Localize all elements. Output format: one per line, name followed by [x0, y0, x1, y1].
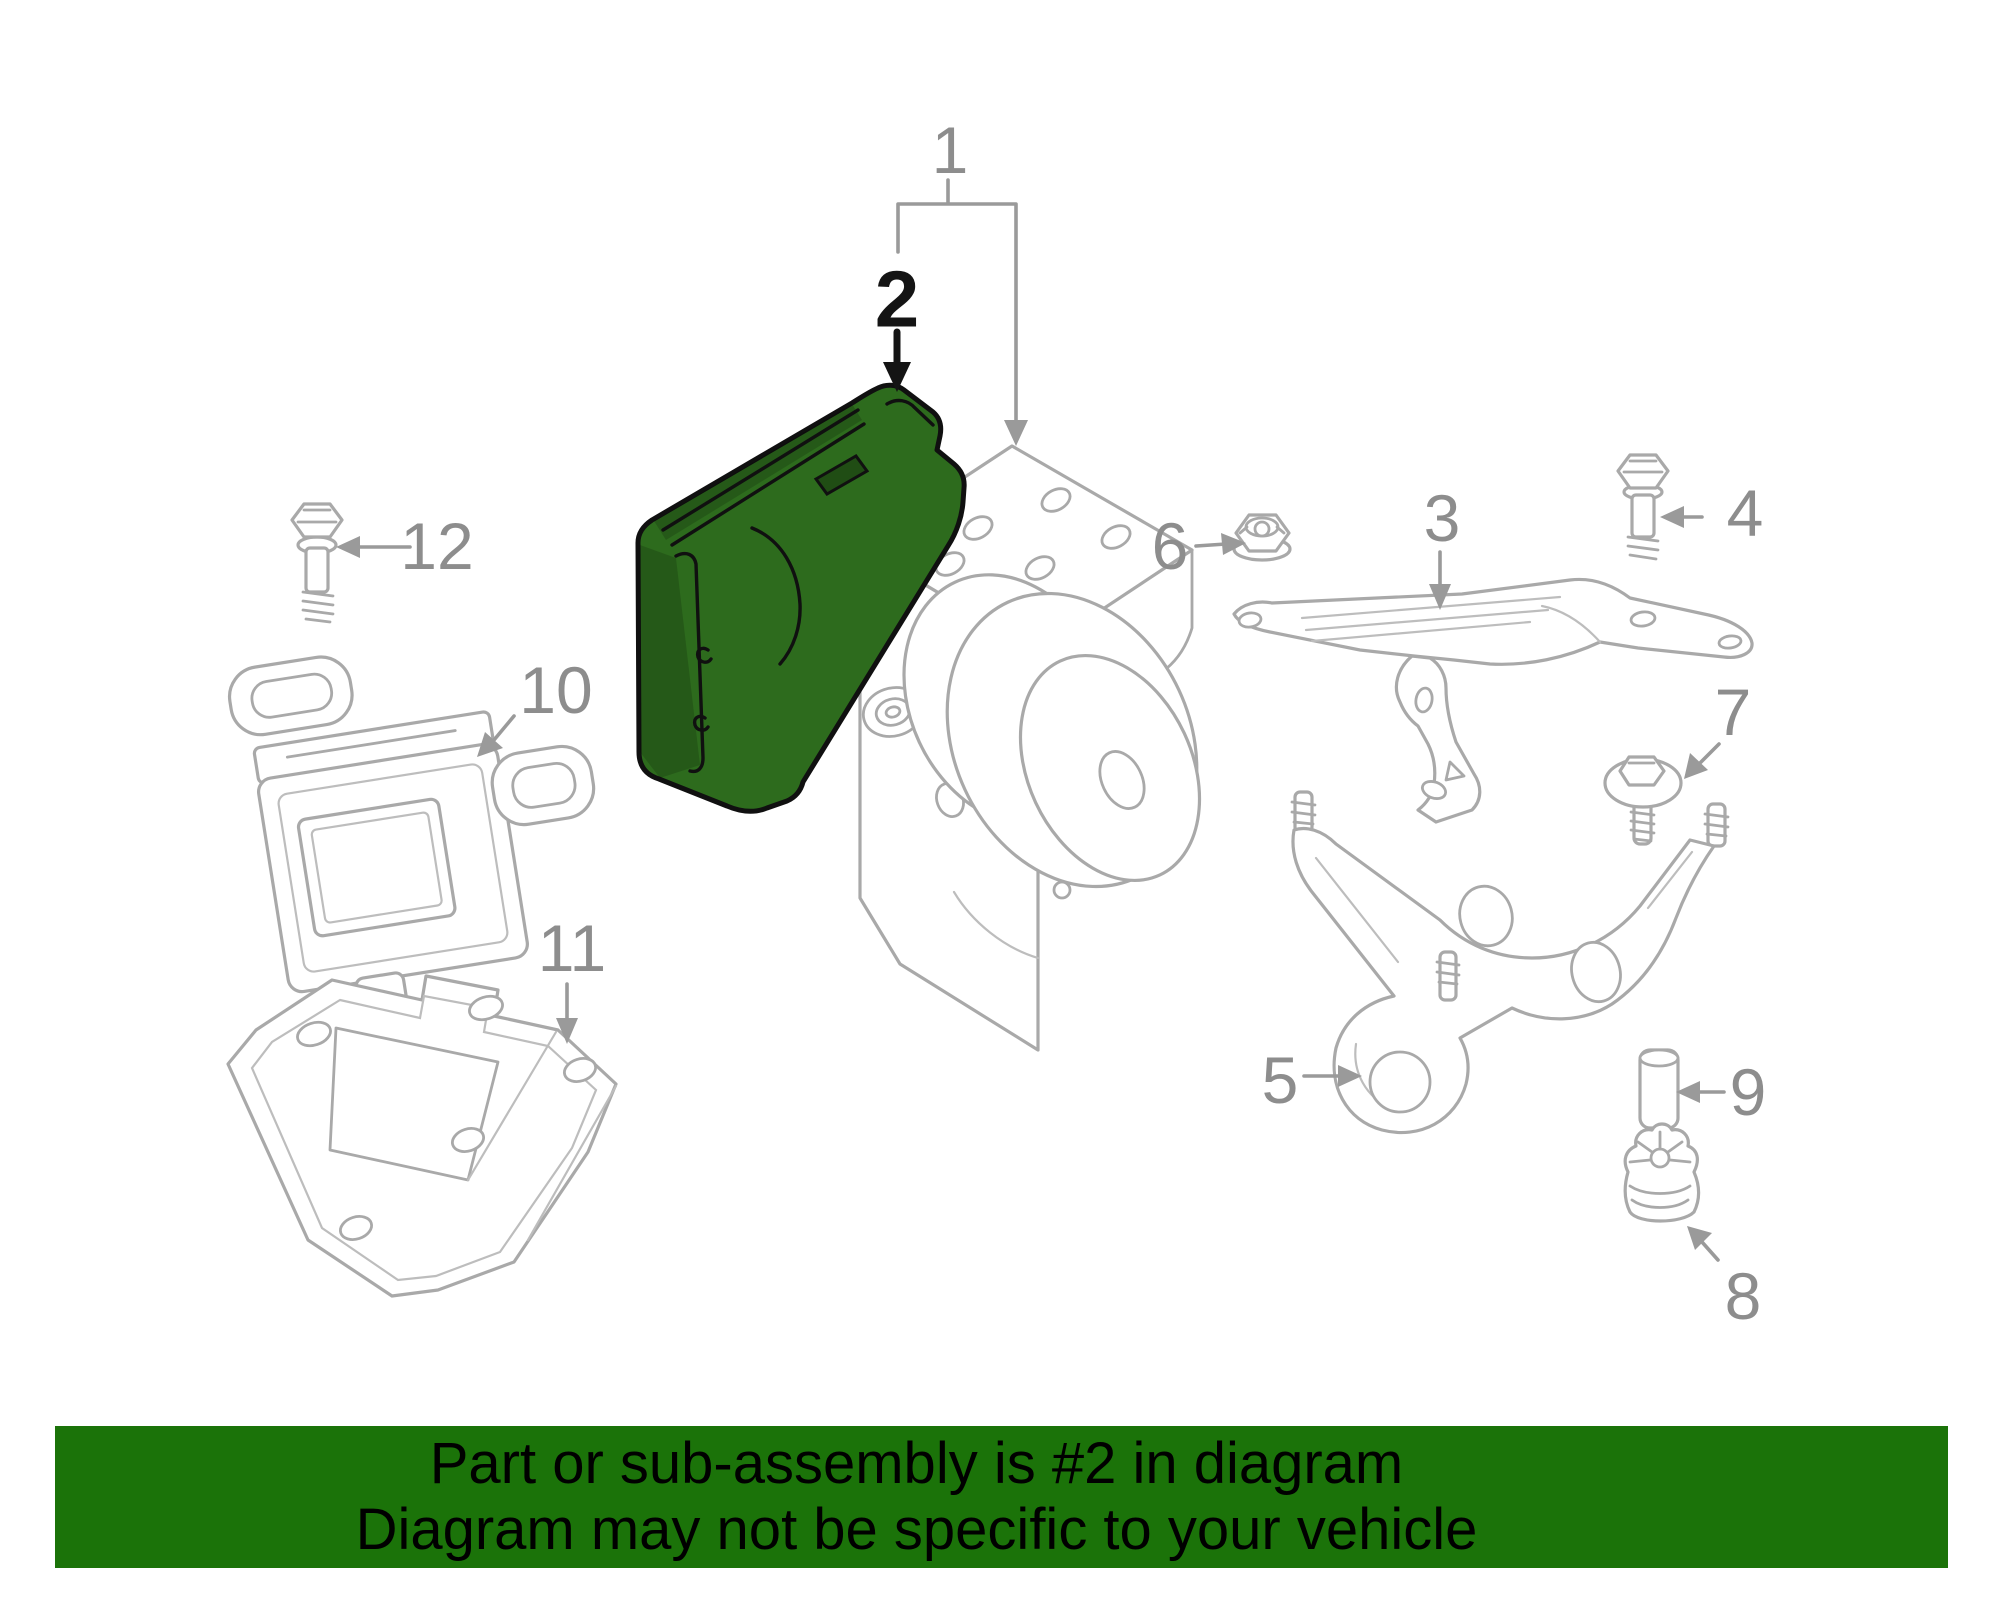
part-5-lower-mount-bracket	[1290, 790, 1730, 1135]
callout-9-arrow	[1676, 1081, 1726, 1103]
banner-line2: Diagram may not be specific to your vehi…	[355, 1497, 1478, 1562]
callout-8-arrow	[1687, 1226, 1720, 1262]
callout-3-arrow	[1429, 550, 1451, 610]
part-1-abs-hydraulic-unit	[858, 444, 1202, 1052]
callout-10-label: 10	[519, 653, 592, 727]
callout-5-label: 5	[1262, 1043, 1299, 1117]
part-8-rubber-grommet	[1623, 1122, 1701, 1223]
callout-6-label: 6	[1152, 509, 1189, 583]
callout-4-label: 4	[1727, 476, 1764, 550]
part-11-sensor-mount-bracket	[226, 974, 618, 1298]
callout-3-label: 3	[1424, 481, 1461, 555]
callout-7-label: 7	[1715, 675, 1752, 749]
part-12-sensor-bolt	[290, 502, 344, 624]
callout-6-arrow	[1194, 533, 1246, 555]
part-2-abs-control-module-highlight	[635, 382, 967, 814]
callout-2-arrow	[883, 328, 911, 392]
callout-11-label: 11	[538, 911, 607, 985]
callout-1-bracket	[896, 178, 1028, 446]
callout-12-label: 12	[400, 509, 473, 583]
callout-1-label: 1	[932, 113, 969, 187]
part-3-upper-mount-bracket	[1232, 577, 1754, 824]
callout-4-arrow	[1660, 506, 1704, 528]
callout-10-arrow	[477, 714, 516, 757]
part-6-flange-nut	[1232, 513, 1292, 562]
callout-7-arrow	[1684, 742, 1721, 779]
callout-8-label: 8	[1725, 1259, 1762, 1333]
callout-9-label: 9	[1730, 1055, 1767, 1129]
banner-line1: Part or sub-assembly is #2 in diagram	[429, 1431, 1404, 1496]
callout-5-arrow	[1302, 1065, 1362, 1087]
part-7-washer-head-screw	[1603, 755, 1683, 846]
part-10-yaw-rate-sensor	[227, 655, 596, 1016]
callout-11-arrow	[556, 982, 578, 1044]
part-4-hex-mount-bolt	[1616, 453, 1670, 561]
highlight-banner: Part or sub-assembly is #2 in diagram Di…	[55, 1426, 1948, 1568]
part-9-mount-pin	[1638, 1048, 1680, 1130]
callout-12-arrow	[336, 536, 412, 558]
callout-2-label: 2	[875, 255, 920, 344]
